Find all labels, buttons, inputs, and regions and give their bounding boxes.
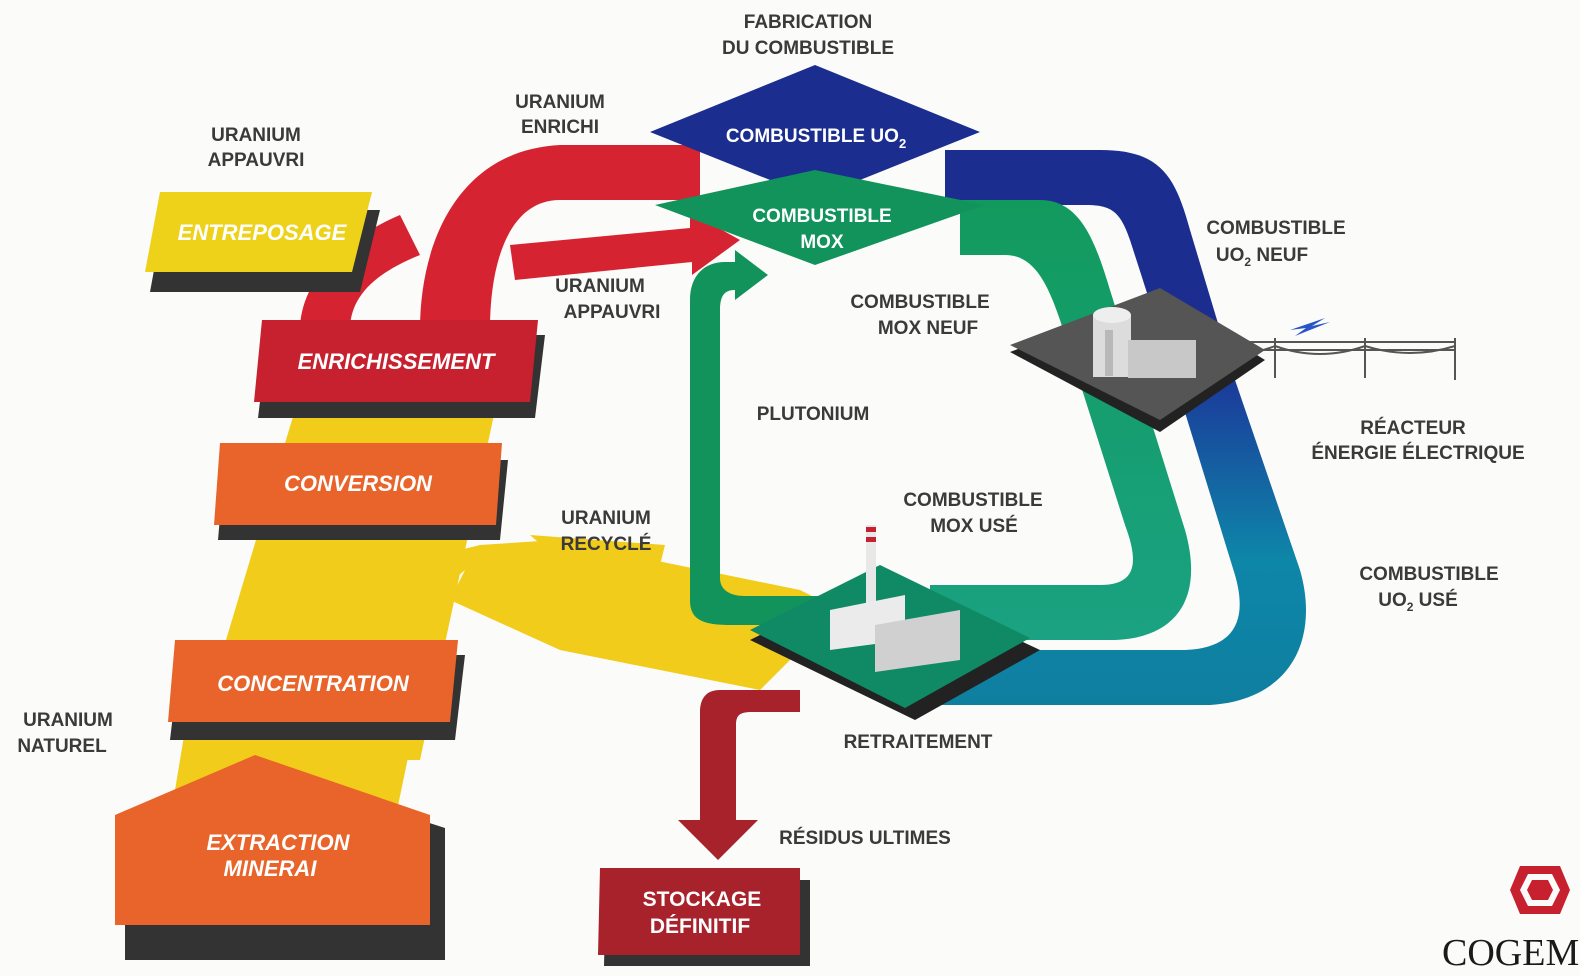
combustible-mox-neuf-label-line1: COMBUSTIBLE	[850, 292, 989, 313]
mox-fuel-diamond	[655, 170, 985, 265]
fabrication-label-line1: FABRICATION	[744, 12, 872, 33]
enriched-uranium-flow	[420, 145, 700, 330]
plutonium-flow	[690, 250, 830, 625]
lightning-icon	[1290, 318, 1330, 336]
reacteur-label-line1: RÉACTEUR	[1360, 417, 1466, 439]
extraction-arrow-shape	[115, 755, 445, 960]
enrichissement-label: ENRICHISSEMENT	[298, 349, 496, 374]
entreposage-label: ENTREPOSAGE	[178, 220, 348, 245]
entreposage-box	[145, 192, 380, 292]
uranium-naturel-label-line1: URANIUM	[23, 710, 113, 731]
plutonium-label: PLUTONIUM	[757, 404, 870, 425]
minerai-label: MINERAI	[224, 856, 318, 881]
recycled-uranium-flow	[430, 540, 840, 690]
mox-fuel-label-line1: COMBUSTIBLE	[752, 206, 891, 227]
enrichissement-box	[254, 320, 545, 418]
definitif-label: DÉFINITIF	[650, 915, 750, 938]
uo2-fuel-diamond	[650, 65, 980, 198]
uranium-appauvri-top-label-line2: APPAUVRI	[208, 150, 305, 171]
power-lines	[1204, 338, 1456, 380]
combustible-uo2-neuf-label-line2: UO2 NEUF	[1216, 245, 1308, 269]
combustible-mox-neuf-label-line2: MOX NEUF	[878, 318, 978, 339]
combustible-mox-use-label-line2: MOX USÉ	[930, 515, 1018, 537]
reactor-plant	[1010, 288, 1265, 432]
fabrication-label-line2: DU COMBUSTIBLE	[722, 38, 894, 59]
uo2-fuel-label: COMBUSTIBLE UO2	[726, 126, 906, 151]
depleted-uranium-arrow	[510, 212, 740, 280]
uranium-recycle-label-line1: URANIUM	[561, 508, 651, 529]
reprocessing-plant	[750, 525, 1040, 720]
combustible-uo2-neuf-label-line1: COMBUSTIBLE	[1206, 218, 1345, 239]
uranium-appauvri-mid-label-line1: URANIUM	[555, 276, 645, 297]
uranium-enrichi-label-line2: ENRICHI	[521, 117, 599, 138]
conversion-label: CONVERSION	[284, 471, 433, 496]
stockage-box	[598, 868, 810, 966]
logo-text: COGEM	[1442, 932, 1579, 974]
combustible-uo2-use-label-line1: COMBUSTIBLE	[1359, 564, 1498, 585]
concentration-box	[168, 640, 465, 740]
mox-fuel-label-line2: MOX	[800, 232, 844, 253]
concentration-label: CONCENTRATION	[217, 671, 410, 696]
recycled-uranium-arrow-upper	[530, 535, 665, 565]
combustible-mox-use-label-line1: COMBUSTIBLE	[903, 490, 1042, 511]
residus-ultimes-label: RÉSIDUS ULTIMES	[779, 827, 951, 849]
uranium-naturel-label-line2: NATUREL	[17, 736, 107, 757]
conversion-box	[214, 443, 508, 540]
uranium-enrichi-label-line1: URANIUM	[515, 92, 605, 113]
uranium-appauvri-mid-label-line2: APPAUVRI	[564, 302, 661, 323]
retraitement-label: RETRAITEMENT	[844, 732, 993, 753]
extraction-label: EXTRACTION	[207, 830, 351, 855]
cogem-logo	[1510, 866, 1570, 914]
residue-flow	[678, 690, 800, 860]
uo2-spent-fuel-flow	[940, 380, 1306, 705]
combustible-uo2-use-label-line2: UO2 USÉ	[1378, 589, 1458, 614]
uranium-recycle-label-line2: RECYCLÉ	[561, 533, 652, 555]
stockage-label: STOCKAGE	[643, 888, 762, 911]
uranium-appauvri-top-label-line1: URANIUM	[211, 125, 301, 146]
reacteur-label-line2: ÉNERGIE ÉLECTRIQUE	[1311, 442, 1524, 464]
